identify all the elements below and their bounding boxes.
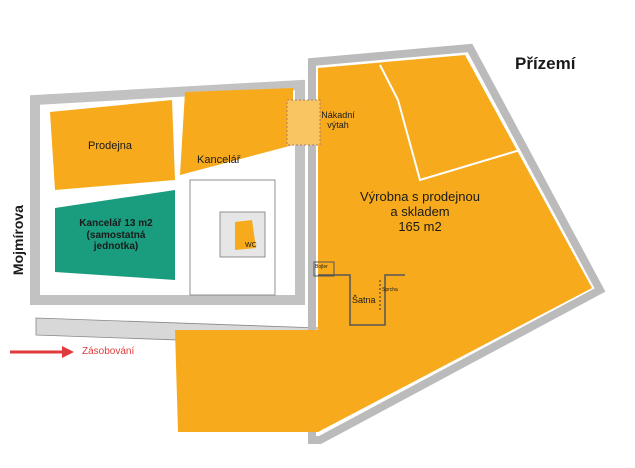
room-office-green [55, 190, 175, 280]
lift-label: Nákadní výtah [318, 110, 358, 131]
production-line1: Výrobna s prodejnou [360, 189, 480, 204]
production-line3: 165 m2 [398, 218, 442, 234]
office-green-line3: jednotka) [93, 241, 139, 252]
supply-label: Zásobování [82, 346, 135, 357]
lift-line1: Nákadní [321, 110, 355, 120]
changing-label: Šatna [352, 295, 376, 305]
office-upper-label: Kancelář [197, 154, 241, 166]
lift-line2: výtah [327, 120, 349, 131]
room-office-upper [180, 88, 293, 175]
inner-wall [379, 64, 521, 182]
production-line2: a skladem [390, 203, 450, 219]
production-label: Výrobna s prodejnou a skladem 165 m2 [350, 189, 490, 235]
boiler-box [313, 261, 335, 277]
room-wc [235, 220, 256, 250]
office-green-line2: (samostatná [86, 229, 146, 241]
wc-label: WC [245, 242, 257, 249]
office-green-label: Kancelář 13 m2 (samostatná jednotka) [62, 218, 170, 253]
changing-room-wall [318, 274, 405, 326]
room-shop [50, 100, 175, 190]
street-label: Mojmírova [9, 205, 26, 276]
room-lower [175, 330, 318, 432]
supply-arrowhead [62, 346, 74, 358]
office-green-line1: Kancelář 13 m2 [79, 218, 153, 229]
lift-shaft [286, 99, 321, 146]
shop-label: Prodejna [88, 140, 133, 152]
shower-label: Sprcha [382, 287, 398, 293]
floor-title: Přízemí [515, 54, 576, 73]
boiler-label: Bojler [315, 264, 328, 270]
room-production [318, 55, 592, 432]
